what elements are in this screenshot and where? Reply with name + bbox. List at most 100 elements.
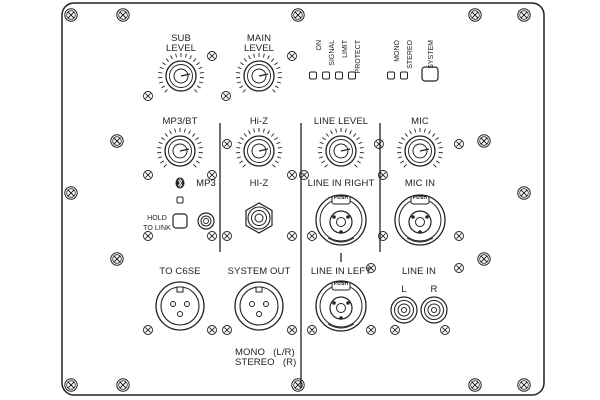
hiz-level-knob[interactable] <box>236 128 282 168</box>
screw-rim <box>207 231 217 241</box>
screw-rim <box>207 51 217 61</box>
knob-tick <box>318 146 323 149</box>
knob-tick <box>157 156 163 159</box>
line-in-left-jack[interactable] <box>315 280 367 332</box>
screw-slot <box>376 141 382 147</box>
screw-slot <box>309 233 315 239</box>
knob-cap <box>251 68 267 84</box>
screw-rim <box>291 8 305 22</box>
screw-slot <box>380 233 386 239</box>
hold-to-link-button[interactable] <box>172 213 188 229</box>
knob-ring <box>247 64 271 88</box>
knob-tick <box>191 133 196 137</box>
screw-slot <box>224 233 230 239</box>
knob-tick <box>196 85 201 89</box>
rca-outer <box>420 296 448 324</box>
screw-slot <box>368 265 374 271</box>
knob-tick <box>248 55 251 60</box>
screw-slot <box>119 381 127 389</box>
screw-slot <box>456 233 462 239</box>
rca-left-input-jack[interactable] <box>390 296 418 324</box>
mic-level-knob[interactable] <box>397 128 443 168</box>
line-level-knob[interactable] <box>318 128 364 168</box>
jack-hole <box>254 213 264 223</box>
system-button[interactable] <box>421 66 439 82</box>
knob-tick <box>277 71 282 74</box>
knob-pointer <box>419 148 430 152</box>
knob-tick <box>165 58 170 62</box>
knob-tick <box>435 137 439 141</box>
screw-slot <box>471 381 479 389</box>
rca-right-input-jack[interactable] <box>420 296 448 324</box>
jack-ring <box>247 206 271 230</box>
knob-tick <box>240 62 244 66</box>
knob-tick <box>359 146 364 149</box>
knob-tick <box>272 164 276 168</box>
screw-head <box>519 380 529 390</box>
hiz-level-label: Hi-Z <box>249 116 269 127</box>
line-in-left-label: LINE IN LEFT <box>310 266 372 277</box>
led-label-limit: LIMIT <box>342 40 349 58</box>
knob-tick <box>262 53 265 58</box>
line-in-right-label: LINE IN RIGHT <box>307 178 375 189</box>
knob-tick <box>398 141 403 145</box>
combo-trs-hole <box>336 303 346 313</box>
knob-tick <box>409 130 412 135</box>
knob-tick <box>349 130 352 135</box>
knob-tick <box>435 160 440 164</box>
screw-slot <box>368 327 374 333</box>
screw-head <box>519 10 529 20</box>
mic-in-jack[interactable] <box>394 194 446 246</box>
combo-push-latch <box>331 195 351 205</box>
screw-icon <box>374 139 384 149</box>
screw-head <box>118 380 128 390</box>
combo-inner-ring <box>319 198 363 242</box>
knob-tick <box>198 66 203 70</box>
line-in-right-jack[interactable] <box>315 194 367 246</box>
to-c6se-output-jack[interactable] <box>155 281 205 331</box>
knob-tick <box>437 156 443 159</box>
screw-icon <box>143 170 153 180</box>
mp3-jack[interactable] <box>197 212 215 230</box>
xlr-outer-ring <box>155 281 205 331</box>
main-level-knob[interactable] <box>236 53 282 93</box>
screw-icon <box>440 325 450 335</box>
knob-ring <box>329 139 353 163</box>
knob-tick <box>401 137 405 141</box>
combo-pin <box>418 230 422 234</box>
knob-cap <box>251 143 267 159</box>
hiz-input-jack[interactable] <box>245 202 273 234</box>
system-out-jack[interactable] <box>234 281 284 331</box>
screw-icon <box>64 8 78 22</box>
knob-tick <box>161 85 166 89</box>
rca-right-label: R <box>430 284 438 295</box>
mp3-bt-knob[interactable] <box>157 128 203 168</box>
knob-tick <box>236 71 241 74</box>
combo-lip <box>406 237 434 243</box>
knob-tick <box>159 66 164 70</box>
led-label-on: ON <box>316 40 323 51</box>
screw-icon <box>378 170 388 180</box>
screw-slot <box>294 381 302 389</box>
screw-head <box>519 188 529 198</box>
screw-rim <box>454 231 464 241</box>
knob-tick <box>438 146 443 149</box>
screw-icon <box>307 325 317 335</box>
screw-icon <box>291 378 305 392</box>
screw-icon <box>222 325 232 335</box>
screw-slot <box>209 327 215 333</box>
xlr-outer-ring <box>234 281 284 331</box>
knob-tick <box>236 156 242 159</box>
screw-slot <box>67 381 75 389</box>
screw-rim <box>307 231 317 241</box>
sub-level-knob[interactable] <box>158 53 204 93</box>
screw-icon <box>221 91 231 101</box>
knob-tick <box>397 156 403 159</box>
jack-rim <box>197 212 215 230</box>
screw-slot <box>456 141 462 147</box>
knob-tick <box>344 128 347 133</box>
jack-ring <box>251 210 267 226</box>
knob-tick <box>196 62 200 66</box>
combo-lip <box>327 237 355 243</box>
